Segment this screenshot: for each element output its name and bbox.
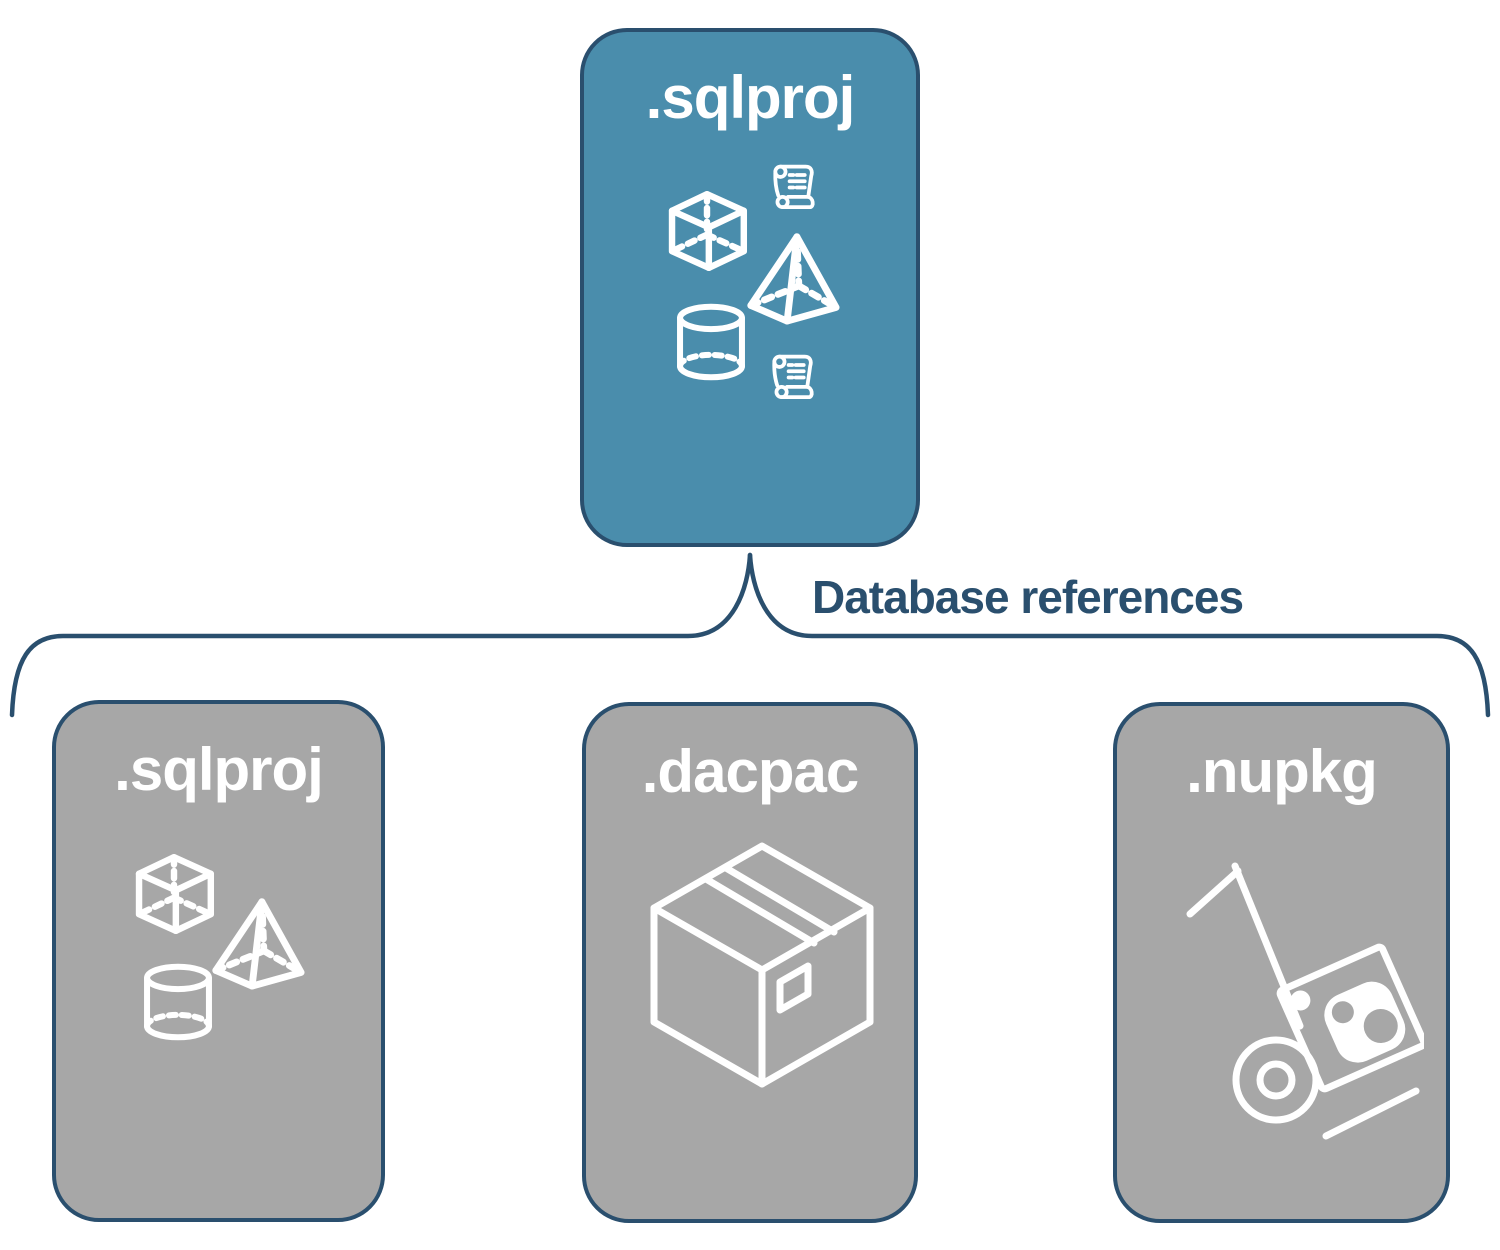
child-card-title: .sqlproj [114, 736, 324, 803]
cube-icon [668, 190, 748, 272]
child-card-dacpac: .dacpac [582, 702, 918, 1223]
scroll-icon [772, 354, 814, 400]
connector-label: Database references [812, 571, 1244, 623]
hand-truck-package-icon [1186, 862, 1424, 1140]
root-card-title: .sqlproj [645, 64, 856, 131]
cylinder-icon [677, 303, 745, 381]
child-card-title: .nupkg [1186, 738, 1378, 805]
child-card-nupkg: .nupkg [1113, 702, 1450, 1223]
package-box-icon [650, 842, 874, 1088]
child-card-sqlproj: .sqlproj [52, 700, 385, 1222]
child-card-title: .dacpac [641, 738, 859, 805]
pyramid-icon [212, 898, 305, 990]
cylinder-icon [144, 963, 212, 1041]
database-references-brace [9, 552, 1491, 718]
scroll-icon [773, 164, 815, 210]
pyramid-icon [747, 233, 840, 325]
cube-icon [135, 853, 215, 935]
root-card-sqlproj: .sqlproj [580, 28, 920, 547]
